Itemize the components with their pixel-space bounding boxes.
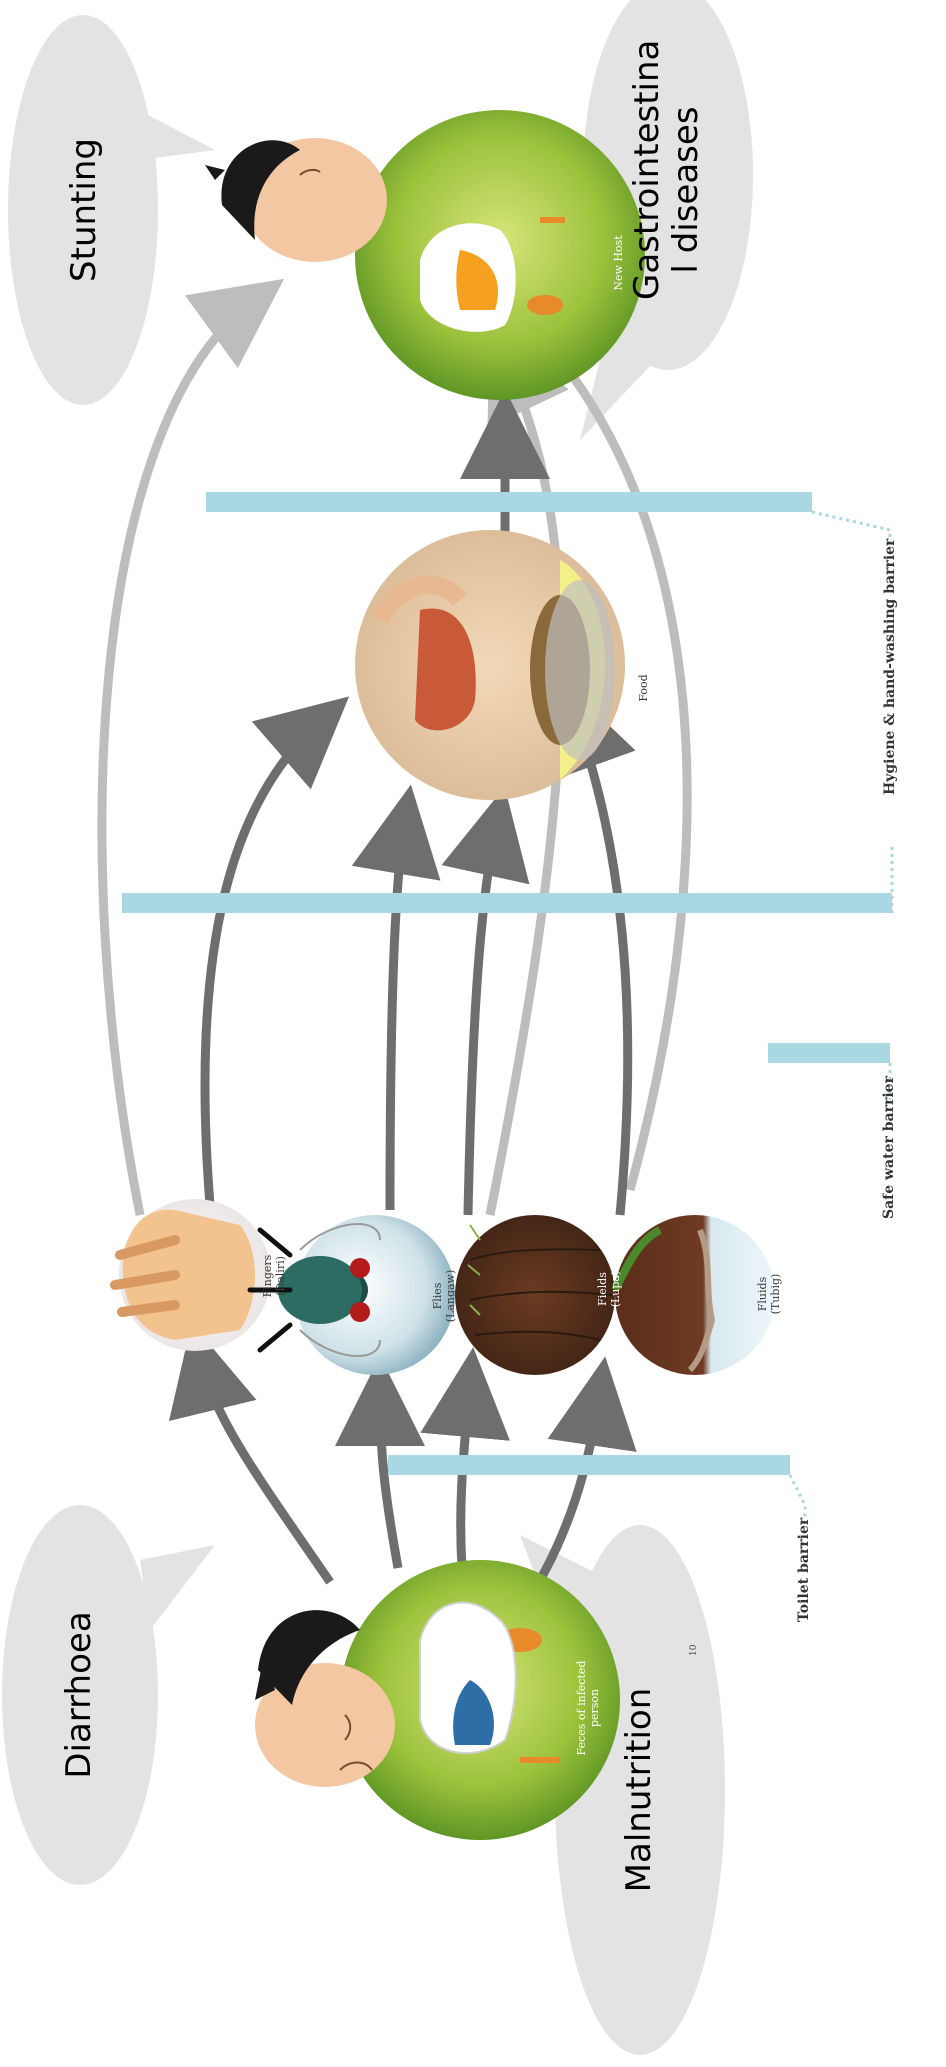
hygiene-barrier-bar-2 <box>206 492 812 512</box>
arrow-feces-to-fingers <box>200 1358 330 1582</box>
flies-subtitle: (Langaw) <box>444 1261 457 1331</box>
fields-subtitle: (Lupa) <box>609 1259 622 1319</box>
fingers-node <box>115 1199 271 1351</box>
fingers-subtitle: (Daliri) <box>274 1241 287 1311</box>
barrier-dotted-leaders <box>790 512 892 1525</box>
safe-water-barrier-label: Safe water barrier <box>881 1079 899 1219</box>
food-label: Food <box>637 658 653 718</box>
bubble-stunting <box>8 15 215 405</box>
feces-label: Feces of infected person <box>575 1638 605 1778</box>
fingers-title: Fingers <box>261 1241 274 1311</box>
new-host-node <box>355 110 645 400</box>
arrow-feces-to-fields <box>461 1383 470 1568</box>
bubble-text-malnutrition: Malnutrition <box>620 1660 660 1920</box>
bubble-diarrhoea <box>2 1505 215 1885</box>
flies-label: Flies (Langaw) <box>431 1261 459 1331</box>
safe-water-barrier-bar <box>768 1043 890 1063</box>
new-host-label: New Host <box>612 223 628 303</box>
fingers-label: Fingers (Daliri) <box>261 1241 289 1311</box>
food-node <box>355 530 625 800</box>
arrow-fluids-to-food <box>575 715 628 1215</box>
feces-label-line-1: Feces of infected <box>575 1638 588 1778</box>
gastro-line-2: l diseases <box>667 80 706 300</box>
flies-title: Flies <box>431 1261 444 1331</box>
fluids-subtitle: (Tubig) <box>769 1259 782 1329</box>
fields-node <box>455 1215 615 1375</box>
arrow-fingers-to-host <box>102 300 255 1215</box>
child-healthy <box>205 138 387 262</box>
toilet-barrier-bar <box>388 1455 790 1475</box>
fields-label: Fields (Lupa) <box>596 1259 624 1319</box>
hygiene-barrier-label: Hygiene & hand-washing barrier <box>882 575 900 795</box>
fluids-label: Fluids (Tubig) <box>756 1259 784 1329</box>
page-number: 10 <box>689 1636 701 1656</box>
arrow-feces-to-flies <box>380 1392 398 1568</box>
fluids-node <box>615 1215 775 1375</box>
arrow-fields-to-food <box>468 822 497 1215</box>
toilet-barrier-label: Toilet barrier <box>796 1522 814 1622</box>
arrow-flies-to-food <box>390 820 405 1210</box>
feces-label-line-2: person <box>588 1638 601 1778</box>
arrow-fingers-to-food <box>205 720 322 1205</box>
hygiene-barrier-bar-1 <box>122 893 892 913</box>
gastro-line-1: Gastrointestina <box>628 80 667 300</box>
bubble-text-diarrhoea: Diarrhoea <box>60 1590 100 1800</box>
fluids-title: Fluids <box>756 1259 769 1329</box>
bubble-text-stunting: Stunting <box>65 120 105 300</box>
bubble-text-gastrointestinal: Gastrointestina l diseases <box>628 80 708 300</box>
fields-title: Fields <box>596 1259 609 1319</box>
